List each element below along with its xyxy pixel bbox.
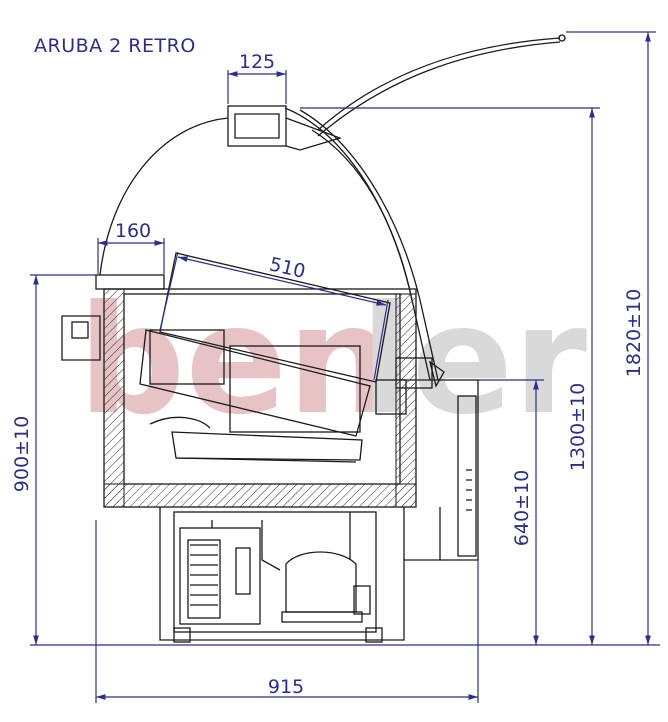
cabinet-outline <box>61 34 566 643</box>
dim-rear-shelf-height: 640±10 <box>511 470 533 546</box>
dim-display-height: 1300±10 <box>567 383 589 471</box>
watermark-part1: ben <box>78 274 394 448</box>
drawing-title: ARUBA 2 RETRO <box>34 35 196 57</box>
dim-total-depth: 915 <box>268 676 304 698</box>
dimension-labels: 125 160 510 915 900±10 640±10 1300±10 18… <box>11 51 645 698</box>
watermark-part2: ler <box>360 274 587 448</box>
dim-total-height: 1820±10 <box>623 289 645 377</box>
dim-top-rail: 125 <box>239 51 275 73</box>
insulation-hatch <box>103 288 417 508</box>
dim-worktop-height: 900±10 <box>11 416 33 492</box>
dimension-lines <box>30 31 660 703</box>
dim-worktop: 160 <box>115 220 151 242</box>
